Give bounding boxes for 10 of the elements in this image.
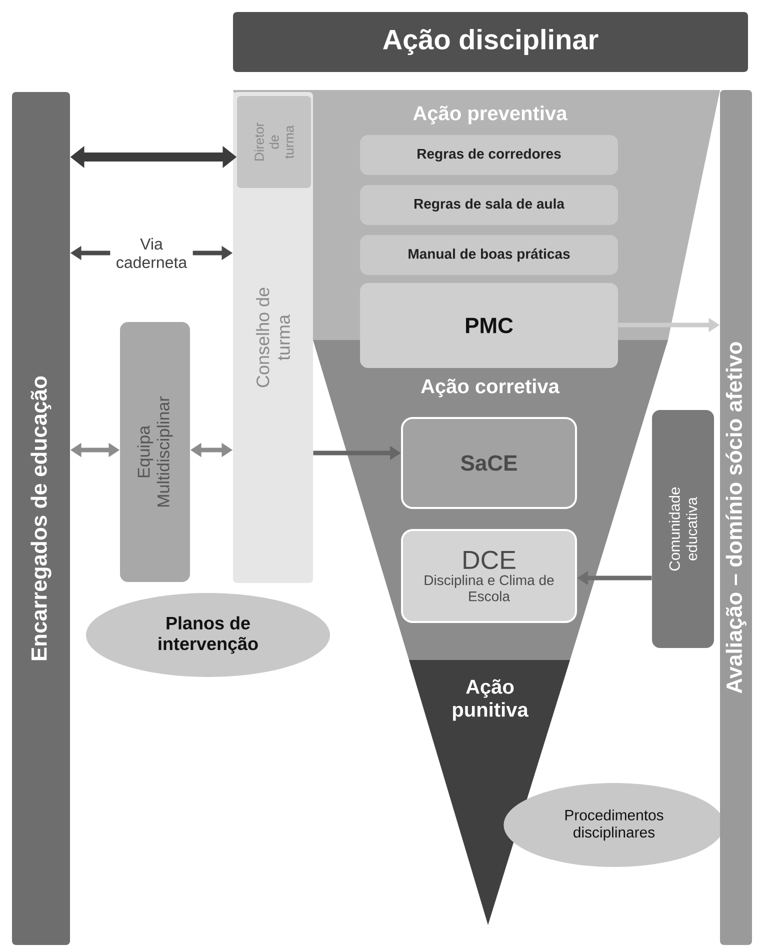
team-box: Equipa Multidisciplinar <box>120 322 190 582</box>
teacher-box: Diretor de turma <box>237 96 311 188</box>
title-bar: Ação disciplinar <box>233 12 748 72</box>
edge-label: Via caderneta <box>110 236 193 270</box>
plan-box: PMC <box>360 283 618 368</box>
program-box: SaCE <box>401 417 577 509</box>
program-box: DCE Disciplina e Clima de Escola <box>401 529 577 623</box>
community-box: Comunidade educativa <box>652 410 714 648</box>
side-bar: Avaliação – domínio sócio afetivo <box>720 90 752 945</box>
side-bar: Encarregados de educação <box>12 92 70 945</box>
